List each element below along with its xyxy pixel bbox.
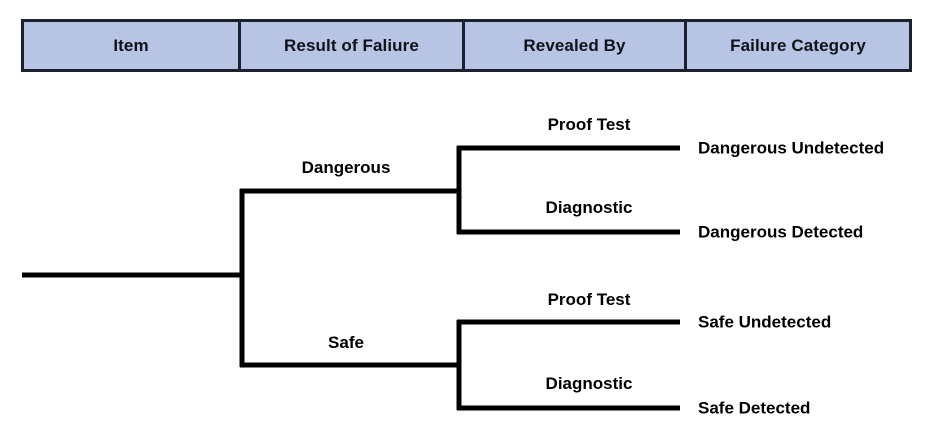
failure-category-dangerous-undetected: Dangerous Undetected [698,138,885,158]
failure-category-safe-undetected: Safe Undetected [698,312,832,332]
revealed-by-label-proof-test-dangerous: Proof Test [547,115,631,134]
failure-category-header-table: Item Result of Faliure Revealed By Failu… [21,19,912,72]
branch-label-safe: Safe [328,333,364,352]
failure-category-dangerous-detected: Dangerous Detected [698,222,864,242]
table-header-failure-category: Failure Category [687,22,909,69]
revealed-by-label-diagnostic-safe: Diagnostic [545,374,633,393]
table-header-result-of-failure: Result of Faliure [241,22,465,69]
failure-category-safe-detected: Safe Detected [698,398,811,418]
table-header-revealed-by: Revealed By [465,22,687,69]
branch-label-dangerous: Dangerous [301,158,391,177]
table-header-item: Item [24,22,241,69]
revealed-by-label-proof-test-safe: Proof Test [547,290,631,309]
revealed-by-label-diagnostic-dangerous: Diagnostic [545,198,633,217]
